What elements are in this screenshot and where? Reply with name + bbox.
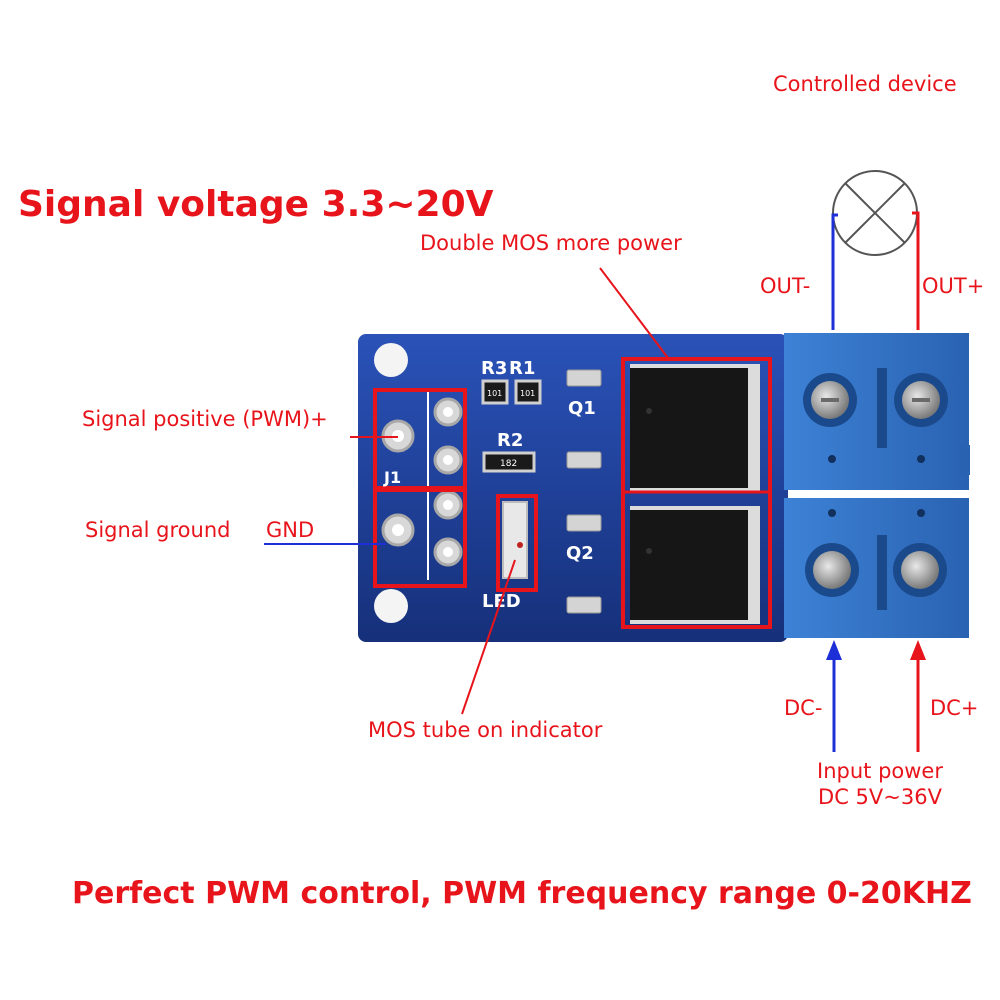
input-power-line1: Input power	[817, 759, 943, 783]
mosfet-q1	[630, 364, 760, 492]
mosfet-pins	[566, 369, 602, 614]
controlled-device-label: Controlled device	[773, 72, 957, 96]
out-minus-wire	[831, 213, 838, 330]
double-mos-leader	[599, 267, 669, 359]
pcb-q1: Q1	[568, 398, 596, 419]
pcb-j1: J1	[383, 468, 401, 487]
out-plus-label: OUT+	[922, 274, 985, 298]
mosfet-q2	[630, 506, 760, 624]
input-power-block: Input power DC 5V~36V	[790, 758, 970, 810]
mos-indicator-label: MOS tube on indicator	[368, 718, 603, 742]
pcb-q2: Q2	[566, 543, 594, 564]
dc-plus-label: DC+	[930, 696, 979, 720]
pcb-r3: R3	[481, 358, 507, 379]
r1-code: 101	[520, 389, 535, 398]
r2-code: 182	[500, 459, 517, 469]
input-power-line2: DC 5V~36V	[818, 785, 942, 809]
out-plus-wire	[912, 211, 920, 330]
input-terminal-block	[784, 498, 969, 638]
double-mos-label: Double MOS more power	[420, 231, 682, 255]
led-indicator	[502, 501, 528, 579]
signal-ground-label: Signal ground	[85, 518, 231, 542]
out-minus-label: OUT-	[760, 274, 811, 298]
dc-plus-arrow	[910, 640, 926, 752]
r3-code: 101	[487, 389, 502, 398]
lamp-icon	[832, 170, 918, 256]
resistors	[481, 379, 542, 473]
led-highlight-box	[496, 494, 538, 592]
led-leader	[461, 559, 516, 715]
pcb-r2: R2	[497, 430, 523, 451]
output-terminal-block	[784, 333, 970, 490]
dc-minus-arrow	[826, 640, 842, 752]
dc-minus-label: DC-	[784, 696, 823, 720]
signal-positive-label: Signal positive (PWM)+	[82, 407, 328, 431]
gnd-label: GND	[266, 518, 315, 542]
bottom-caption: Perfect PWM control, PWM frequency range…	[72, 876, 972, 911]
pcb-r1: R1	[509, 358, 535, 379]
signal-ground-box	[373, 488, 467, 588]
signal-voltage-title: Signal voltage 3.3~20V	[18, 184, 494, 225]
